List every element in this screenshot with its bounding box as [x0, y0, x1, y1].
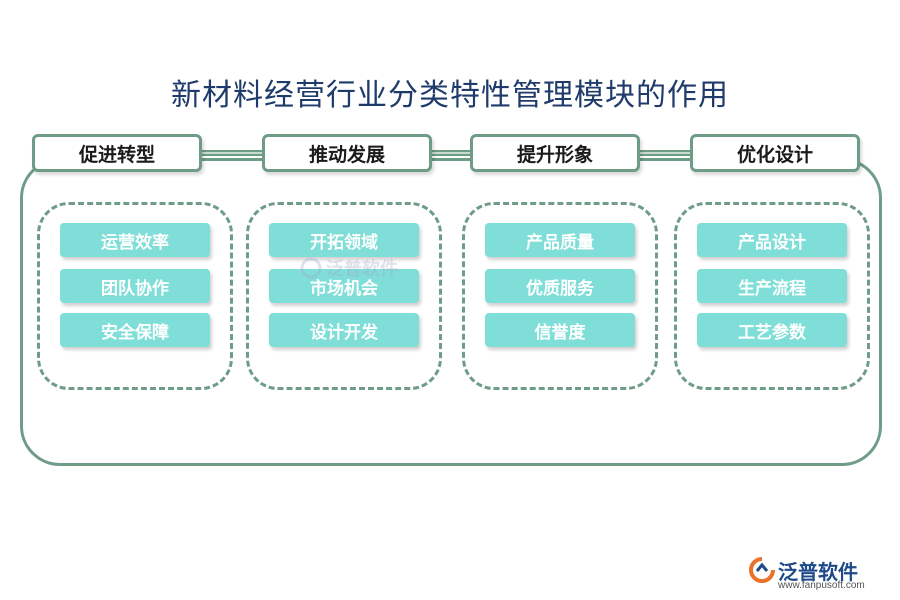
section-item: 生产流程 — [697, 269, 847, 303]
section-item: 设计开发 — [269, 313, 419, 347]
section-item: 团队协作 — [60, 269, 210, 303]
section-group: 产品质量 优质服务 信誉度 — [462, 202, 658, 390]
section-item: 运营效率 — [60, 223, 210, 257]
section-item: 产品设计 — [697, 223, 847, 257]
watermark-text: 泛普软件 — [326, 259, 398, 280]
section-header: 优化设计 — [690, 134, 860, 172]
section-item: 信誉度 — [485, 313, 635, 347]
connector — [200, 150, 264, 156]
section-header: 促进转型 — [32, 134, 202, 172]
section-header: 推动发展 — [262, 134, 432, 172]
section-item: 开拓领域 — [269, 223, 419, 257]
section-item: 优质服务 — [485, 269, 635, 303]
brand-logo-icon — [749, 557, 775, 583]
section-group: 运营效率 团队协作 安全保障 — [37, 202, 233, 390]
watermark-logo-icon — [300, 257, 322, 279]
brand-url: www.fanpusoft.com — [778, 580, 865, 591]
outer-frame — [20, 158, 882, 466]
connector — [432, 150, 472, 156]
section-header: 提升形象 — [470, 134, 640, 172]
brand-logo: 泛普软件 www.fanpusoft.com — [748, 554, 888, 594]
section-group: 产品设计 生产流程 工艺参数 — [674, 202, 870, 390]
diagram-title: 新材料经营行业分类特性管理模块的作用 — [171, 78, 729, 113]
watermark: 泛普软件 — [300, 248, 410, 288]
section-item: 产品质量 — [485, 223, 635, 257]
section-item: 工艺参数 — [697, 313, 847, 347]
brand-name: 泛普软件 — [778, 560, 858, 584]
connector — [640, 150, 694, 156]
section-group: 开拓领域 市场机会 设计开发 — [246, 202, 442, 390]
section-item: 安全保障 — [60, 313, 210, 347]
section-item: 市场机会 — [269, 269, 419, 303]
